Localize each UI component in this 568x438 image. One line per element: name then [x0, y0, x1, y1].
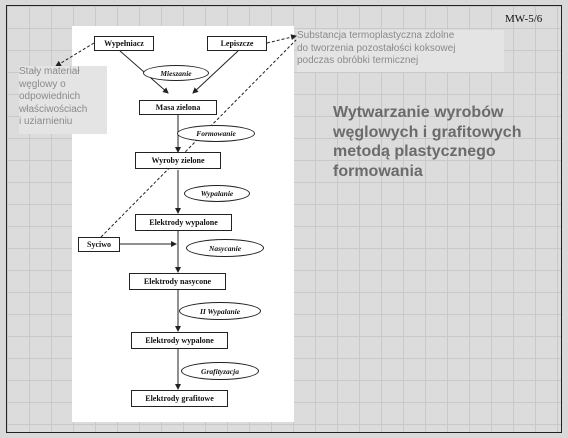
- process-mixing: Mieszanie: [143, 65, 209, 81]
- filler-note: Stały materiał węglowy o odpowiednich wł…: [19, 66, 107, 134]
- process-rebaking: II Wypalanie: [179, 302, 261, 320]
- box-baked-electrodes-2: Elektrody wypalone: [131, 332, 228, 349]
- dashed-binder-pointer: [266, 34, 297, 44]
- box-impregnated-electrodes: Elektrody nasycone: [129, 273, 226, 290]
- process-forming: Formowanie: [177, 125, 255, 142]
- box-green-products: Wyroby zielone: [135, 152, 221, 169]
- box-impregnant: Syciwo: [78, 237, 120, 252]
- slide-number-badge: MW-5/6: [505, 13, 543, 25]
- dashed-impregnant-pointer: [100, 39, 297, 238]
- box-filler: Wypełniacz: [94, 36, 154, 51]
- slide-title: Wytwarzanie wyrobów węglowych i grafitow…: [333, 104, 522, 180]
- process-graphitization: Grafityzacja: [181, 362, 259, 380]
- dashed-filler-pointer: [55, 42, 95, 67]
- process-baking: Wypalanie: [184, 185, 250, 202]
- box-green-mass: Masa zielona: [139, 100, 217, 115]
- box-baked-electrodes-1: Elektrody wypalone: [135, 214, 232, 231]
- box-binder: Lepiszcze: [207, 36, 267, 51]
- arrow-binder-to-mass: [192, 50, 239, 94]
- binder-note: Substancja termoplastyczna zdolne do two…: [297, 30, 504, 72]
- box-graphite-electrodes: Elektrody grafitowe: [131, 390, 228, 407]
- process-impregnation: Nasycanie: [186, 239, 264, 257]
